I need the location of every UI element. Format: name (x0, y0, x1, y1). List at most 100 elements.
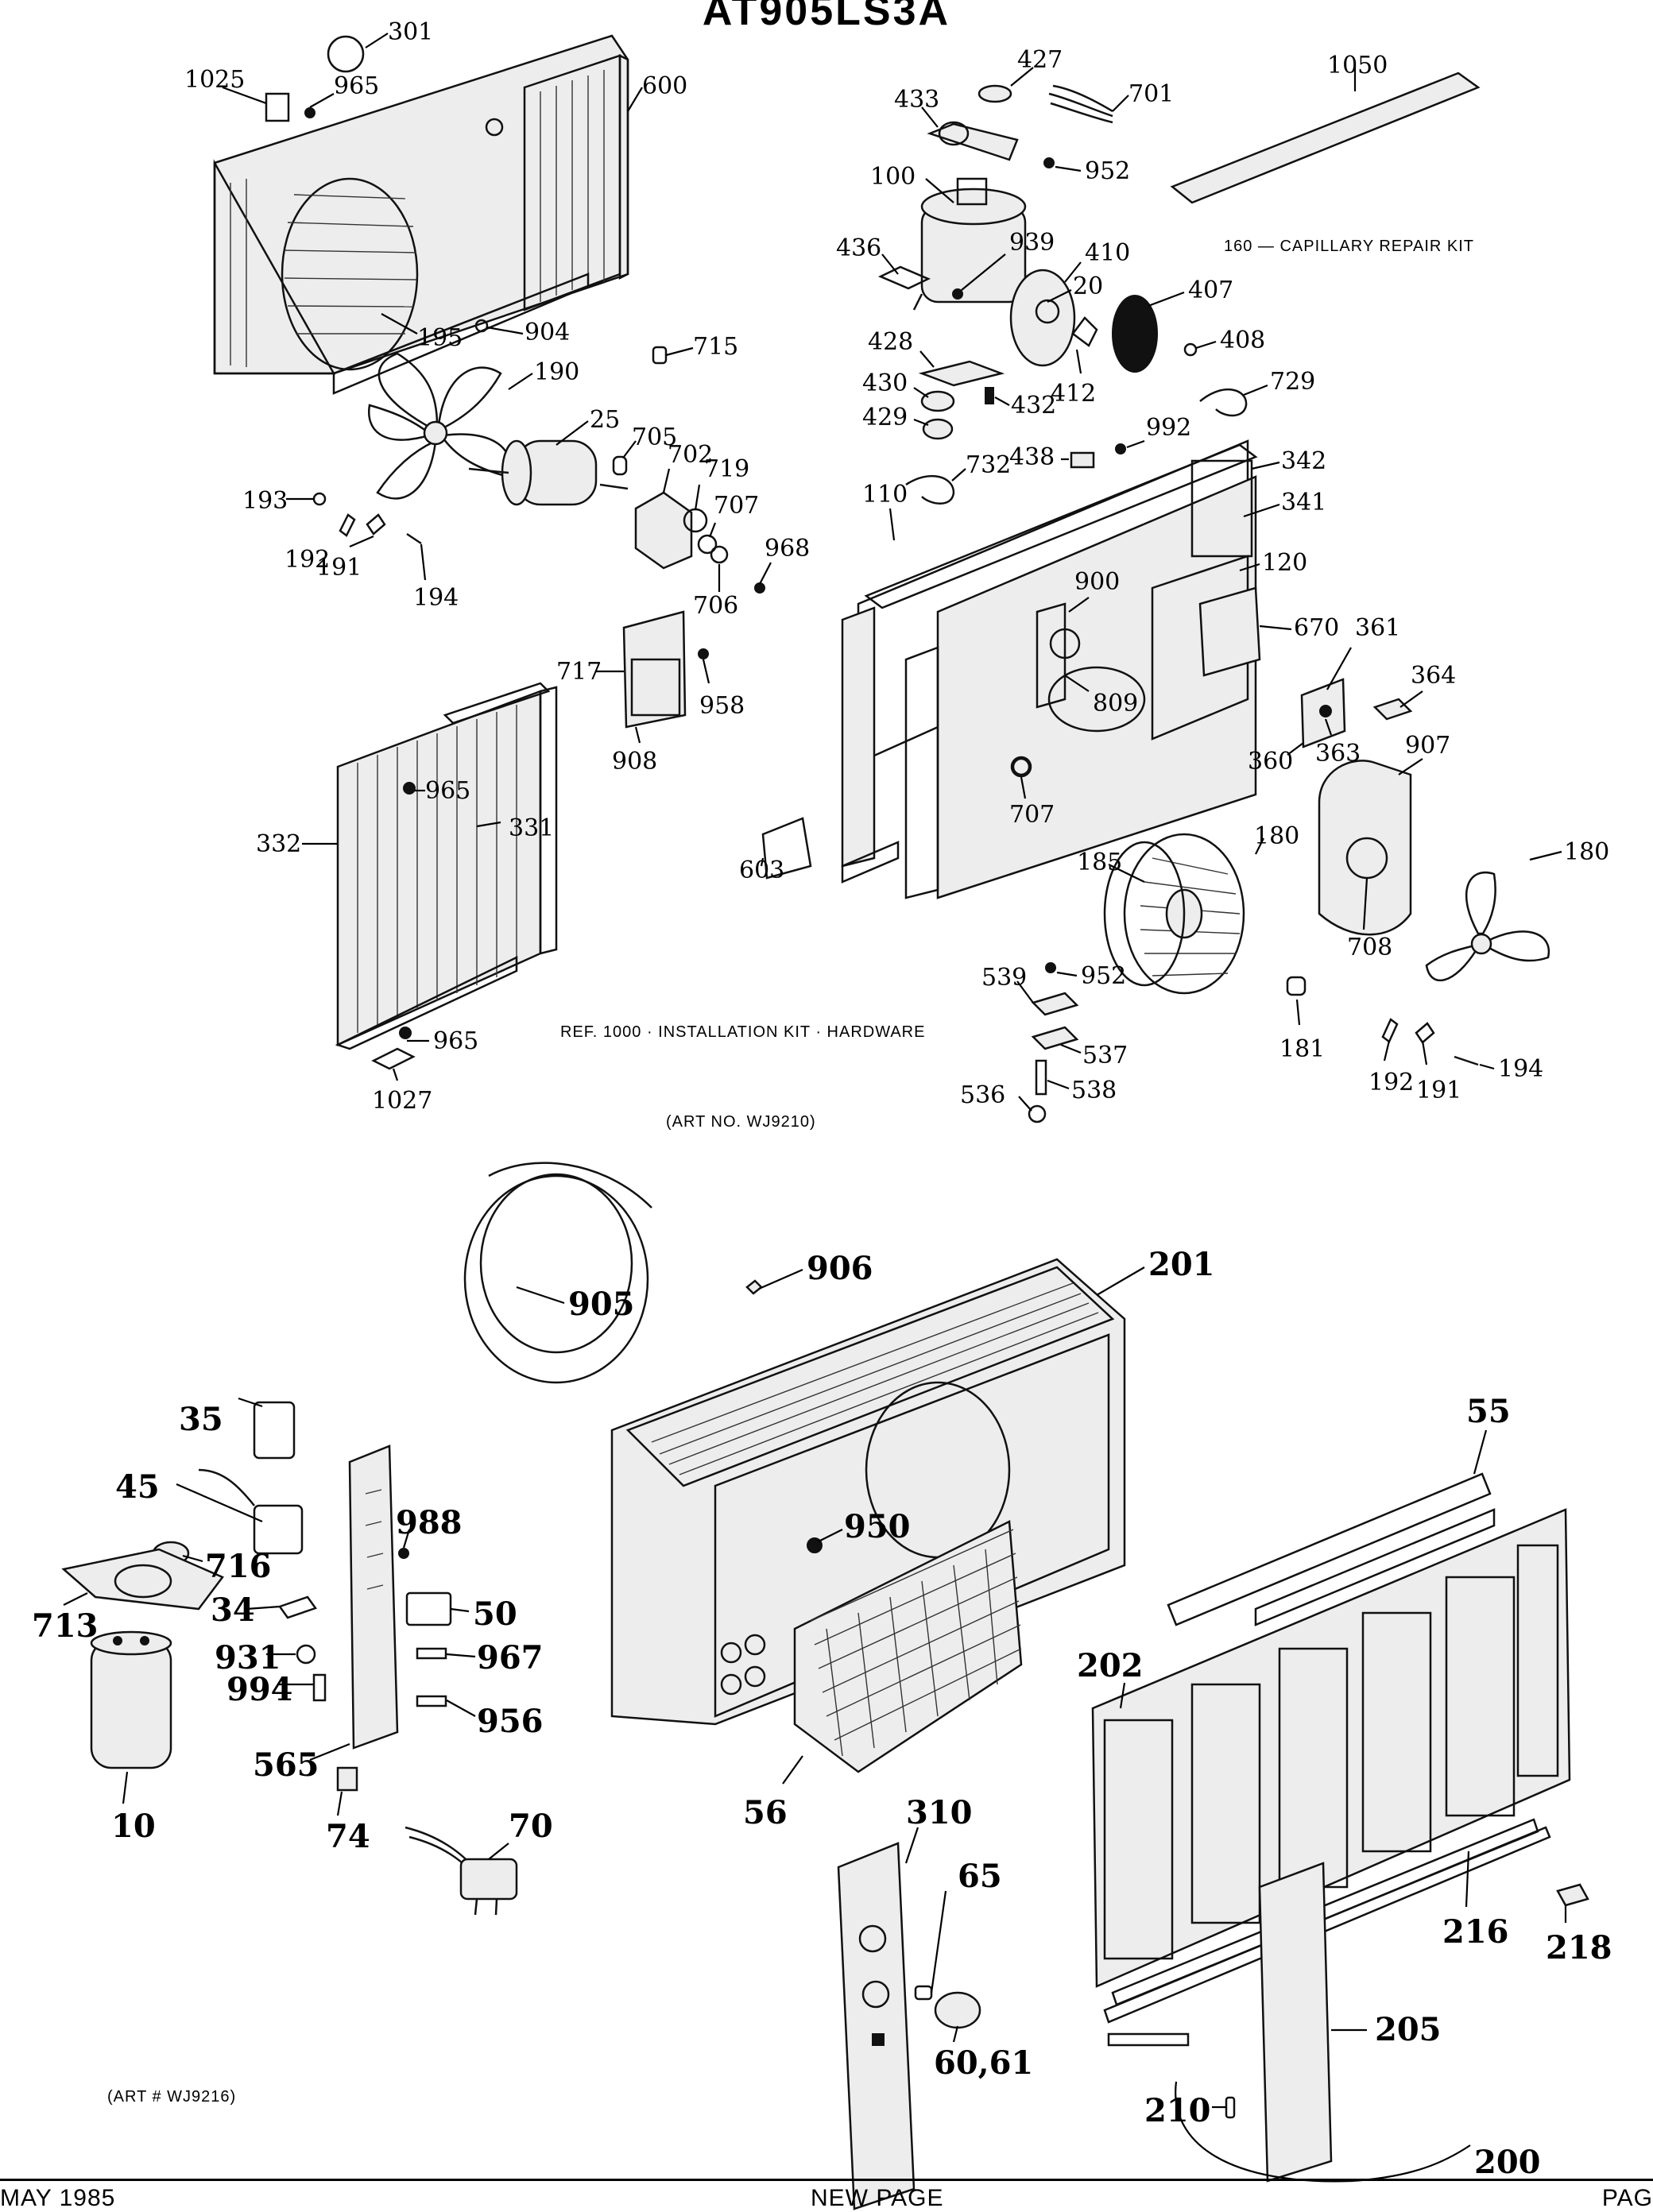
panel-310 (837, 1842, 916, 2210)
cover-410 (1009, 269, 1076, 367)
label-429: 429 (862, 404, 908, 431)
spring-430 (920, 390, 955, 412)
label-706: 706 (693, 592, 738, 620)
door-205 (1258, 1862, 1333, 2183)
label-202: 202 (1077, 1647, 1144, 1684)
label-603: 603 (739, 857, 784, 884)
clip-906 (745, 1279, 763, 1295)
washer-707-a (697, 534, 718, 555)
label-50: 50 (473, 1595, 517, 1633)
label-185: 185 (1077, 849, 1122, 876)
label-74: 74 (326, 1818, 370, 1855)
bracket-1027 (371, 1047, 416, 1070)
label-200: 200 (1474, 2144, 1541, 2181)
label-180-a: 180 (1254, 822, 1299, 850)
label-1025: 1025 (184, 66, 245, 94)
compressor-100 (912, 177, 1027, 311)
nut-931 (296, 1644, 316, 1665)
screw-994 (312, 1673, 327, 1702)
label-364: 364 (1411, 662, 1456, 690)
clip-705 (612, 455, 628, 476)
clip-363 (1319, 705, 1332, 717)
label-716: 716 (205, 1548, 272, 1585)
spring-65 (914, 1985, 933, 2001)
bracket-1025 (265, 92, 290, 122)
label-191-a: 191 (316, 554, 362, 582)
switch-45 (253, 1504, 304, 1555)
cord-70 (405, 1826, 518, 1916)
footer-rule (0, 2179, 1653, 2181)
leader-lines (63, 33, 1567, 2183)
label-906: 906 (807, 1250, 873, 1287)
label-201: 201 (1148, 1246, 1215, 1283)
grommet-427 (977, 84, 1012, 103)
label-210: 210 (1144, 2092, 1211, 2129)
label-341: 341 (1281, 489, 1326, 516)
label-192-b: 192 (1368, 1069, 1414, 1096)
label-361: 361 (1355, 614, 1400, 642)
frame-341-342 (1190, 459, 1253, 558)
side-panel-331-332 (335, 682, 558, 1050)
wires-701 (1048, 84, 1113, 124)
nut-706 (710, 545, 729, 564)
motor-25 (468, 439, 629, 506)
label-707-b: 707 (1009, 801, 1055, 829)
label-363: 363 (1315, 740, 1361, 768)
label-407: 407 (1188, 276, 1233, 304)
bracket-433 (927, 122, 1019, 161)
label-670: 670 (1294, 614, 1339, 642)
label-967: 967 (477, 1639, 544, 1676)
label-60-61: 60,61 (934, 2044, 1033, 2082)
label-190: 190 (534, 358, 579, 386)
label-55: 55 (1466, 1393, 1511, 1430)
terminal-20 (1035, 299, 1060, 324)
clip-191-a (366, 513, 386, 536)
label-65: 65 (958, 1858, 1002, 1895)
label-180-b: 180 (1564, 838, 1609, 866)
label-994: 994 (226, 1671, 293, 1708)
label-342: 342 (1281, 447, 1326, 475)
label-332: 332 (256, 830, 301, 858)
tube-1050 (1170, 72, 1481, 204)
footer-date: MAY 1985 (0, 2185, 116, 2211)
label-809: 809 (1093, 690, 1138, 717)
capacitor-10 (90, 1630, 172, 1769)
label-950: 950 (844, 1508, 911, 1545)
strap-729 (1199, 388, 1248, 417)
label-433: 433 (894, 86, 939, 114)
part-labels: 301 1025 965 600 195 904 190 25 715 705 … (32, 18, 1612, 2181)
clip-218 (1556, 1883, 1589, 1907)
label-701: 701 (1128, 80, 1174, 108)
pin-432 (985, 387, 994, 404)
bracket-565 (348, 1444, 399, 1750)
clip-192-a (339, 513, 356, 537)
bracket-713 (61, 1548, 224, 1611)
footer-page-note: NEW PAGE (811, 2185, 944, 2211)
label-70: 70 (509, 1808, 553, 1845)
label-729: 729 (1270, 368, 1315, 396)
plug-301 (327, 35, 365, 73)
label-310: 310 (906, 1794, 973, 1831)
clip-364 (1372, 698, 1413, 721)
note-art-bottom: (ART # WJ9216) (107, 2088, 236, 2106)
screw-992 (1115, 443, 1126, 454)
label-331: 331 (509, 814, 554, 842)
label-410: 410 (1085, 239, 1130, 267)
label-905: 905 (568, 1286, 635, 1323)
clip-191-b (1415, 1022, 1435, 1044)
label-719: 719 (704, 455, 749, 483)
label-35: 35 (179, 1401, 223, 1438)
label-565: 565 (253, 1746, 319, 1784)
label-100: 100 (870, 163, 916, 191)
clip-438 (1070, 451, 1095, 469)
label-956: 956 (477, 1703, 544, 1740)
label-968: 968 (765, 535, 810, 563)
shroud-185 (1103, 841, 1186, 987)
label-195: 195 (417, 324, 463, 352)
knob-60-61 (934, 1991, 981, 2029)
label-707-a: 707 (714, 492, 759, 520)
fan-blade-180 (1425, 872, 1550, 981)
label-600: 600 (642, 72, 687, 100)
bracket-603 (761, 817, 812, 880)
label-1050: 1050 (1327, 52, 1388, 79)
